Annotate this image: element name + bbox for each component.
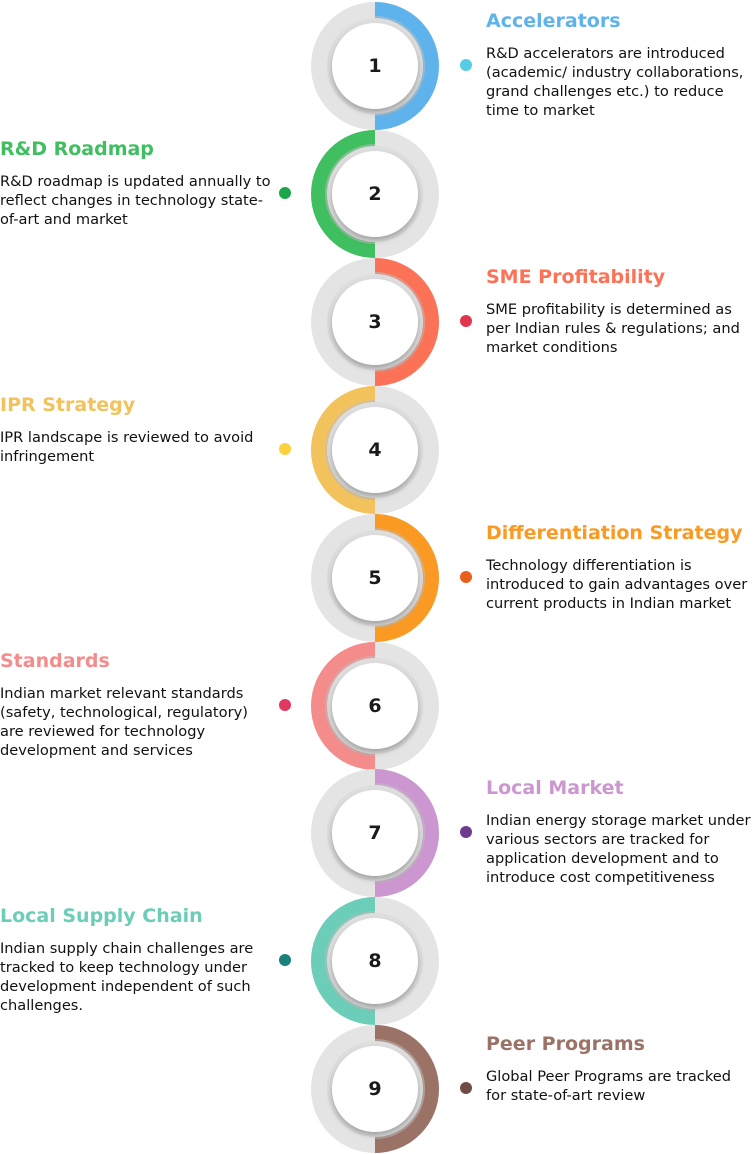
step-ring (310, 257, 440, 387)
step-description: Indian energy storage market under vario… (486, 812, 751, 887)
step-description: R&D roadmap is updated annually to refle… (0, 172, 271, 228)
step-description: IPR landscape is reviewed to avoid infri… (0, 428, 254, 465)
step-description: Indian market relevant standards (safety… (0, 684, 248, 759)
step-ring (310, 1, 440, 131)
step-dot (460, 59, 472, 71)
step-dot (279, 954, 291, 967)
step-number: 2 (368, 182, 382, 205)
step-title: IPR Strategy (0, 393, 136, 416)
step-arc (375, 1025, 439, 1154)
step-number: 3 (368, 310, 382, 333)
step-number: 4 (368, 438, 382, 461)
step-number: 1 (368, 55, 382, 77)
step-dot (460, 570, 472, 583)
step-ring (310, 641, 440, 771)
step-arc (375, 513, 439, 642)
step-arc (375, 257, 439, 386)
step-title: R&D Roadmap (0, 137, 154, 160)
step-description: Technology differentiation is introduced… (486, 556, 748, 612)
step-ring (310, 896, 440, 1026)
step-description: SME profitability is determined as per I… (486, 300, 740, 356)
step-dot (279, 442, 291, 455)
step-ring (310, 385, 440, 515)
step-title: SME Profitability (486, 265, 666, 288)
step-title: Standards (0, 649, 110, 672)
step-arc (311, 641, 375, 770)
step-ring (310, 513, 440, 643)
step-arc (311, 129, 375, 258)
step-arc (311, 897, 375, 1026)
step-arc (375, 769, 439, 898)
step-title: Accelerators (486, 10, 621, 32)
step-number: 8 (368, 950, 382, 973)
step-title: Differentiation Strategy (486, 521, 743, 544)
step-description: R&D accelerators are introduced (academi… (486, 45, 744, 119)
step-title: Local Market (486, 777, 624, 800)
step-number: 6 (368, 694, 382, 717)
step-ring (310, 768, 440, 898)
step-description: Global Peer Programs are tracked for sta… (486, 1068, 731, 1105)
step-dot (279, 186, 291, 199)
step-ring (310, 1024, 440, 1154)
step-dot (460, 314, 472, 327)
step-title: Peer Programs (486, 1033, 645, 1056)
step-title: Local Supply Chain (0, 905, 203, 928)
step-number: 7 (368, 822, 382, 845)
step-number: 5 (368, 566, 382, 589)
step-description: Indian supply chain challenges are track… (0, 940, 254, 1015)
step-arc (375, 2, 439, 130)
step-dot (460, 826, 472, 839)
step-number: 9 (368, 1078, 382, 1101)
step-arc (311, 385, 375, 514)
step-dot (460, 1082, 472, 1095)
step-dot (279, 698, 291, 711)
step-ring (310, 129, 440, 259)
